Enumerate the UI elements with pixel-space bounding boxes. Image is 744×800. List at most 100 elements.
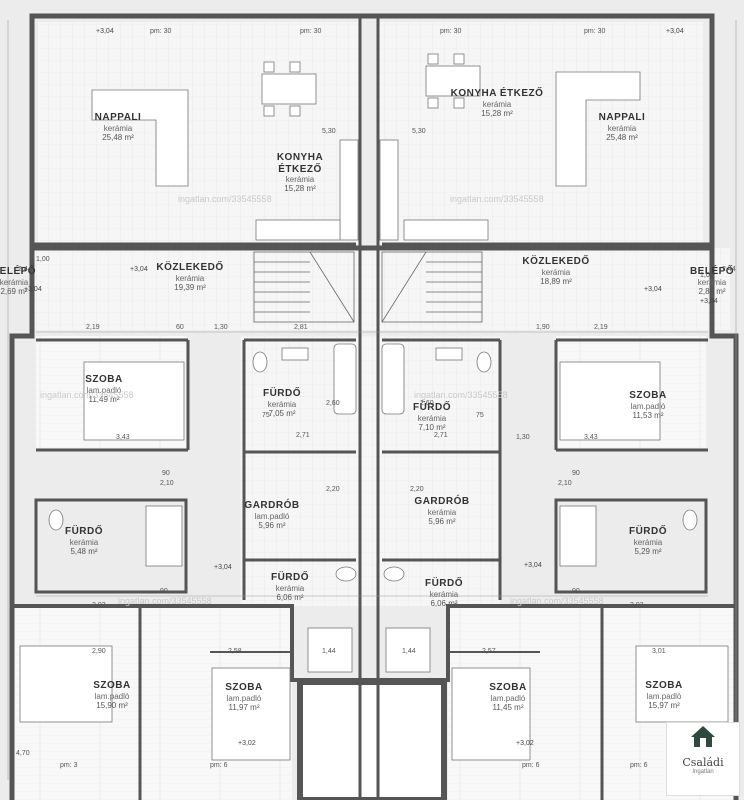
room-area: 19,39 m² [174,282,206,292]
room-floor: lam.padló [490,693,526,703]
room-name: SZOBA [645,680,683,691]
room-area: 7,10 m² [418,422,446,432]
room-name: BELÉPŐ [0,266,37,277]
room-floor: lam.padló [646,691,682,701]
level-marker: +3,04 [130,266,148,273]
room-area: 2,69 m² [0,286,28,296]
dimension-label: 1,00 [700,272,714,279]
room-area: 11,97 m² [228,702,260,712]
room-name: BELÉPŐ [689,266,735,277]
room-name: FÜRDŐ [628,526,668,537]
dimension-label: 2,20 [410,486,424,493]
room-area: 11,53 m² [632,410,664,420]
room-floor: kerámia [427,507,457,517]
watermark: ingatlan.com/33545558 [118,596,212,606]
room-floor: kerámia [429,589,459,599]
watermark: ingatlan.com/33545558 [510,596,604,606]
room-floor: kerámia [541,267,571,277]
dimension-label: 2,58 [228,648,242,655]
room-area: 15,90 m² [96,700,128,710]
dimension-label: pm: 6 [210,762,228,769]
room-floor: kerámia [607,123,637,133]
watermark: ingatlan.com/33545558 [178,194,272,204]
dimension-label: 75 [476,412,484,419]
level-marker: +3,04 [96,28,114,35]
furniture [19,53,729,761]
room-name: FÜRDŐ [270,572,310,583]
dimension-label: 75 [262,412,270,419]
room-area: 5,48 m² [70,546,98,556]
room-floor: lam.padló [86,385,122,395]
room-name: GARDRÓB [244,500,300,511]
level-marker: +3,02 [238,740,256,747]
room-floor: lam.padló [226,693,262,703]
dimension-label: pm: 6 [522,762,540,769]
dimension-label: 2,81 [294,324,308,331]
room-area: 6,06 m² [276,592,304,602]
room-floor: kerámia [69,537,99,547]
room-name: FÜRDŐ [64,526,104,537]
dimension-label: 2,10 [558,480,572,487]
room-name: NAPPALI [598,112,646,123]
room-floor: kerámia [697,277,727,287]
room-area: 5,29 m² [634,546,662,556]
dimension-label: 3,01 [652,648,666,655]
dimension-label: 2,19 [86,324,100,331]
dimension-label: 2,60 [420,400,434,407]
room-floor: lam.padló [630,401,666,411]
room-area: 25,48 m² [606,132,638,142]
level-marker: +3,04 [214,564,232,571]
dimension-label: pm: 6 [630,762,648,769]
watermark: ingatlan.com/33545558 [40,390,134,400]
dimension-label: 2,19 [594,324,608,331]
house-logo-icon [691,726,715,747]
dimension-label: 3,43 [116,434,130,441]
room-area: 5,96 m² [258,520,286,530]
dimension-label: pm: 3 [60,762,78,769]
room-area: 2,80 m² [698,286,726,296]
dimension-label: 4,70 [16,750,30,757]
room-area: 25,48 m² [102,132,134,142]
dimension-label: 60 [176,324,184,331]
dimension-label: 1,90 [536,324,550,331]
dimension-label: 90 [572,588,580,595]
room-area: 11,45 m² [492,702,524,712]
room-area: 6,06 m² [430,598,458,608]
dimension-lines [7,20,737,780]
dimension-label: 1,44 [322,648,336,655]
room-floor: kerámia [633,537,663,547]
dimension-label: 2,44 [18,266,32,273]
dimension-label: 3,93 [630,602,644,609]
room-floor: kerámia [417,413,447,423]
room-name: FÜRDŐ [262,388,302,399]
room-floor: kerámia [175,273,205,283]
level-marker: +3,04 [524,562,542,569]
room-name: SZOBA [225,682,263,693]
room-floor: kerámia [285,175,315,184]
level-marker: +3,04 [24,286,42,293]
level-marker: +3,04 [700,298,718,305]
room-name: SZOBA [93,680,131,691]
room-floor: lam.padló [94,691,130,701]
dimension-label: 90 [572,470,580,477]
dimension-label: 1,30 [214,324,228,331]
logo-name: Családi [682,756,724,769]
dimension-label: 1,44 [402,648,416,655]
room-name: KONYHA ÉTKEZŐ [450,88,544,99]
dimension-label: pm: 30 [584,28,606,35]
